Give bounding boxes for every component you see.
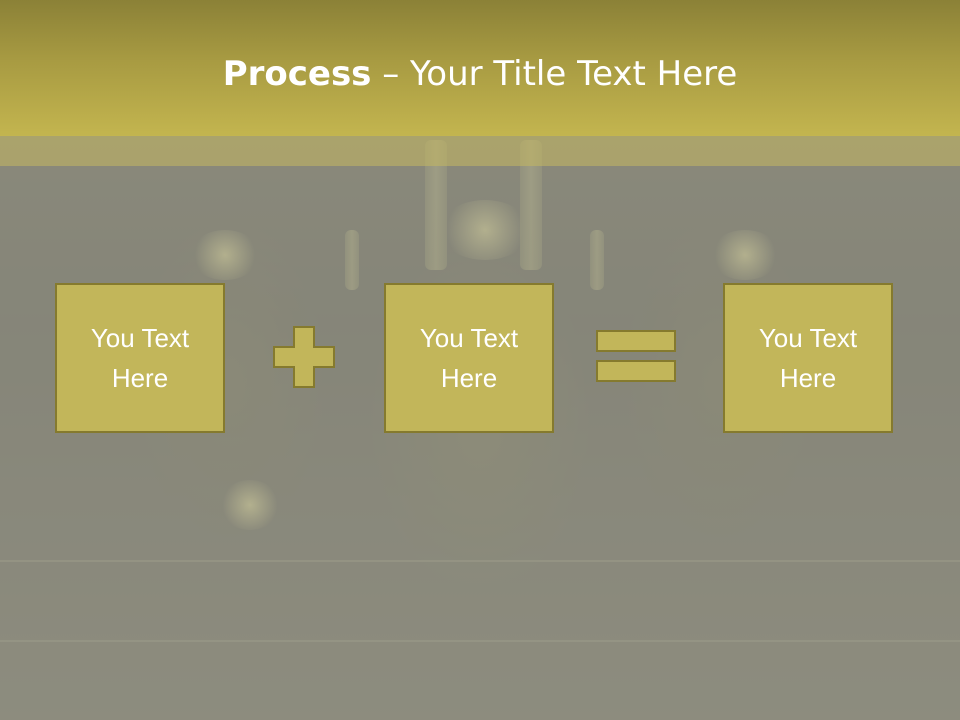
title-band [0, 0, 960, 136]
process-box-2[interactable]: You Text Here [384, 283, 554, 433]
process-box-1-label: You Text Here [90, 323, 190, 393]
title-strip [0, 136, 960, 166]
title-rest-part: – Your Title Text Here [371, 54, 738, 94]
process-box-3-label: You Text Here [758, 323, 858, 393]
process-box-2-label: You Text Here [419, 323, 519, 393]
slide-title[interactable]: Process – Your Title Text Here [0, 52, 960, 96]
plus-icon[interactable] [273, 326, 335, 388]
process-box-1[interactable]: You Text Here [55, 283, 225, 433]
title-bold-part: Process [222, 54, 372, 94]
process-box-3[interactable]: You Text Here [723, 283, 893, 433]
equals-icon[interactable] [596, 330, 678, 384]
